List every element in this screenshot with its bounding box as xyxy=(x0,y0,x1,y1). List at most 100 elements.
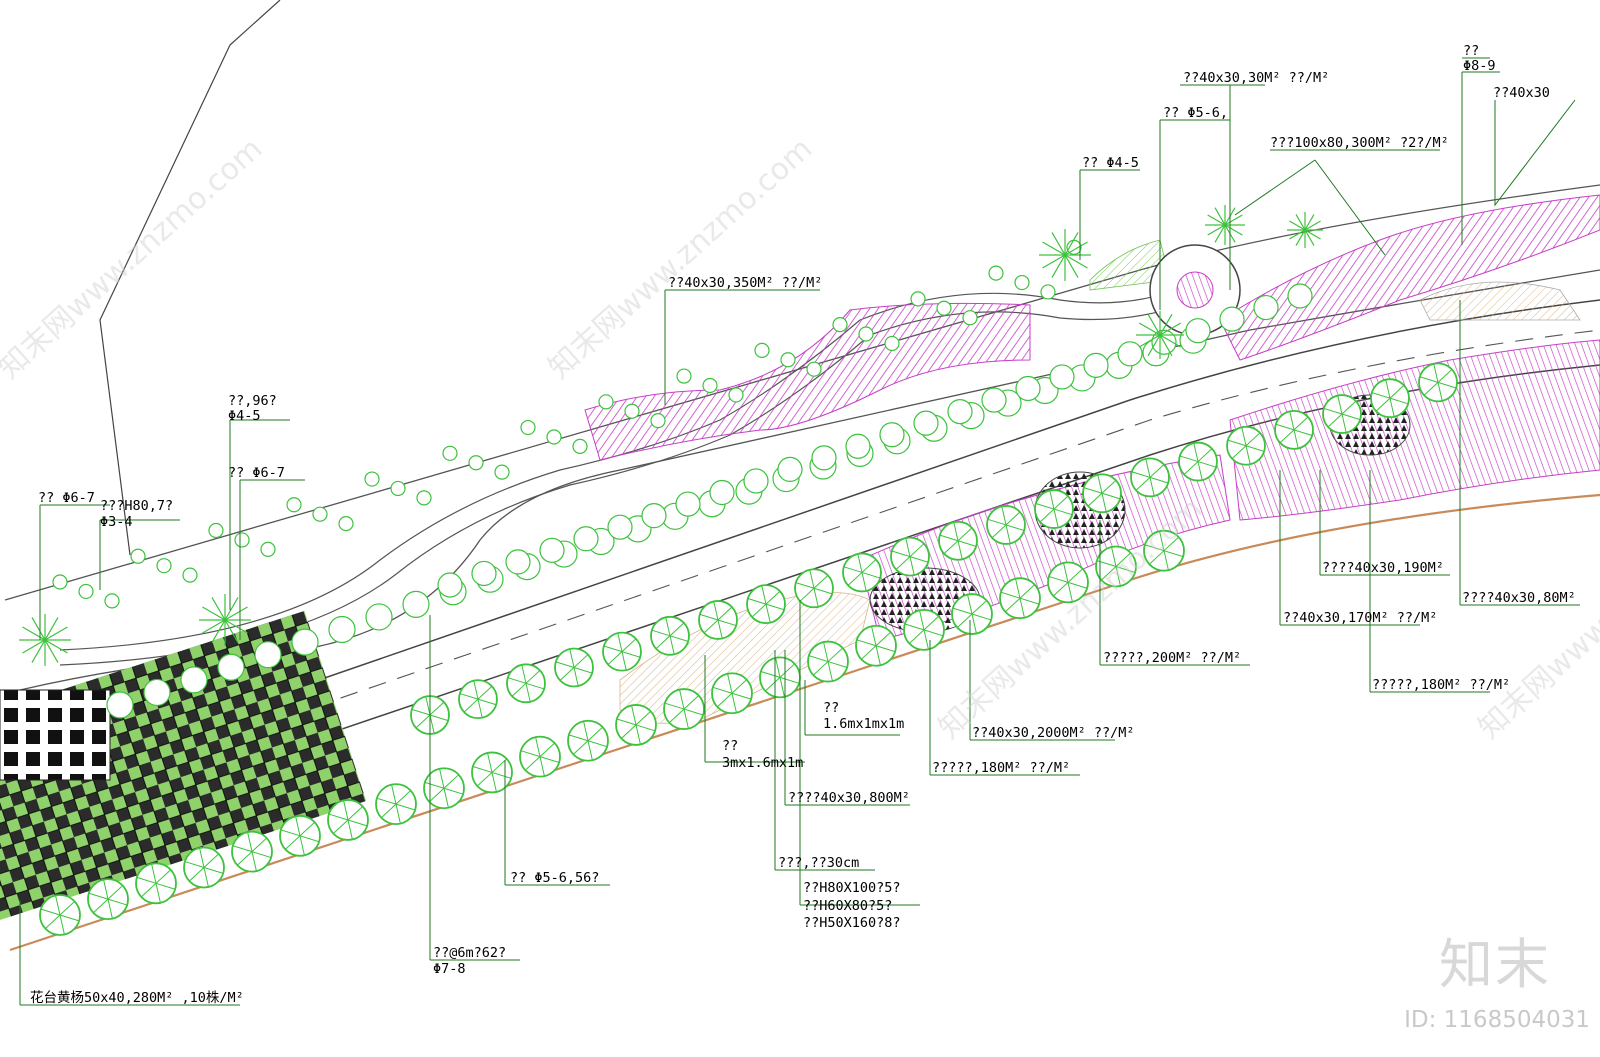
shrub-symbol-icon xyxy=(106,691,134,719)
shrub-symbol-icon xyxy=(468,455,484,471)
tree-symbol-icon xyxy=(1274,409,1314,450)
east-planting-area xyxy=(1219,194,1600,361)
tree-symbol-icon xyxy=(1034,489,1074,529)
shrub-symbol-icon xyxy=(607,514,633,540)
label: ??H80X100?5? xyxy=(803,880,901,896)
conifer-symbol-icon xyxy=(199,594,251,646)
tree-symbol-icon xyxy=(1143,529,1185,572)
tree-symbol-icon xyxy=(1130,457,1170,498)
tree-symbol-icon xyxy=(1095,545,1137,588)
roundabout-symbol-icon xyxy=(1149,244,1241,336)
label: ?? xyxy=(823,700,839,716)
tree-symbol-icon xyxy=(135,862,177,905)
shrub-symbol-icon xyxy=(130,548,146,564)
shrub-symbol-icon xyxy=(104,593,120,609)
shrub-symbol-icon xyxy=(811,445,837,471)
tree-symbol-icon xyxy=(1418,362,1458,403)
tree-symbol-icon xyxy=(794,568,834,609)
tree-symbol-icon xyxy=(327,799,369,841)
tree-symbol-icon xyxy=(903,608,945,651)
tree-symbol-icon xyxy=(746,584,786,625)
label: ??40x30,350M² ??/M² xyxy=(668,275,822,291)
tree-symbol-icon xyxy=(1226,425,1266,466)
shrub-symbol-icon xyxy=(913,410,939,436)
label: ??40x30,170M² ??/M² xyxy=(1283,610,1437,626)
tree-symbol-icon xyxy=(1322,394,1362,434)
shrub-symbol-icon xyxy=(365,603,393,631)
tree-symbol-icon xyxy=(375,783,417,826)
conifer-symbols xyxy=(19,205,1323,666)
label: ?? Φ5-6,56? xyxy=(510,870,599,886)
shrub-symbol-icon xyxy=(1219,306,1245,332)
watermark-text: 知末网www.znzmo.com xyxy=(0,131,269,386)
shrub-symbol-icon xyxy=(505,549,531,575)
label: 3mx1.6mx1m xyxy=(722,755,803,771)
tree-symbol-icon xyxy=(554,647,594,688)
shrub-symbol-icon xyxy=(947,399,973,425)
shrub-symbol-icon xyxy=(1015,375,1041,402)
shrub-symbol-icon xyxy=(539,537,565,563)
label: ?????,200M² ??/M² xyxy=(1103,650,1241,666)
tree-symbol-icon xyxy=(471,751,513,794)
tree-symbol-icon xyxy=(615,704,657,746)
label: Φ3-4 xyxy=(100,514,133,530)
label: ??40x30,2000M² ??/M² xyxy=(972,725,1135,741)
shrub-symbol-icon xyxy=(832,317,848,333)
shrub-symbol-icon xyxy=(675,491,701,517)
shrub-mass-north xyxy=(584,302,1031,461)
shrub-symbol-icon xyxy=(1014,274,1030,291)
shrub-symbol-icon xyxy=(962,310,978,326)
shrub-symbol-icon xyxy=(338,516,354,532)
label: ?? Φ5-6, xyxy=(1163,105,1228,121)
shrub-symbol-icon xyxy=(777,456,803,482)
label: ????40x30,800M² xyxy=(788,790,910,806)
label: Φ8-9 xyxy=(1463,58,1496,74)
shrub-symbol-icon xyxy=(1253,294,1279,321)
tree-symbol-icon xyxy=(938,520,978,561)
shrub-symbol-icon xyxy=(1287,283,1313,309)
shrub-symbol-icon xyxy=(520,419,536,436)
shrub-symbol-icon xyxy=(572,438,588,454)
shrub-symbol-icon xyxy=(879,422,905,448)
shrub-symbol-icon xyxy=(981,387,1007,413)
shrub-symbol-icon xyxy=(143,678,171,707)
tree-symbol-icon xyxy=(279,814,321,857)
label: ??H50X160?8? xyxy=(803,915,901,931)
plan-labels: ??40x30,30M² ??/M² ?? Φ8-9 ??40x30 ?? Φ5… xyxy=(30,43,1576,1006)
label: ????40x30,80M² xyxy=(1462,590,1576,606)
tree-symbol-icon xyxy=(807,640,849,683)
shrub-symbol-icon xyxy=(180,666,208,694)
shrub-symbol-icon xyxy=(328,615,356,644)
conifer-symbol-icon xyxy=(19,614,71,666)
tree-symbols xyxy=(39,239,1458,936)
shrub-symbol-icon xyxy=(573,526,599,552)
shrub-symbol-icon xyxy=(217,653,245,681)
conifer-symbol-icon xyxy=(1136,311,1184,359)
shrub-symbol-icon xyxy=(208,522,224,539)
label: ?? xyxy=(722,738,738,754)
tree-symbol-icon xyxy=(1082,473,1122,514)
tree-symbol-icon xyxy=(951,593,993,635)
shrub-symbol-icon xyxy=(494,464,510,480)
shrub-symbol-icon xyxy=(156,558,172,574)
label: ?? Φ6-7 xyxy=(38,490,95,506)
shrub-symbol-icon xyxy=(754,342,770,358)
tree-symbol-icon xyxy=(183,846,225,889)
shrub-symbol-icon xyxy=(910,291,926,307)
shrub-symbol-icon xyxy=(260,541,276,557)
shrub-symbol-icon xyxy=(52,574,68,590)
label: Φ7-8 xyxy=(433,961,466,977)
tree-symbol-icon xyxy=(423,767,465,810)
label: ?? Φ4-5 xyxy=(1082,155,1139,171)
shrub-mass-south-b xyxy=(1229,339,1600,521)
tree-symbol-icon xyxy=(602,631,642,672)
tree-symbol-icon xyxy=(458,679,498,720)
watermark-text: 知末网www.znzmo.com xyxy=(542,131,819,386)
label: ?????,180M² ??/M² xyxy=(1372,677,1510,693)
label: ?? Φ6-7 xyxy=(228,465,285,481)
tree-symbol-icon xyxy=(855,624,897,667)
label: ???H80,7? xyxy=(100,498,173,514)
shrub-symbol-icon xyxy=(702,377,718,394)
label: ??40x30 xyxy=(1493,85,1550,101)
label: Φ4-5 xyxy=(228,408,261,424)
